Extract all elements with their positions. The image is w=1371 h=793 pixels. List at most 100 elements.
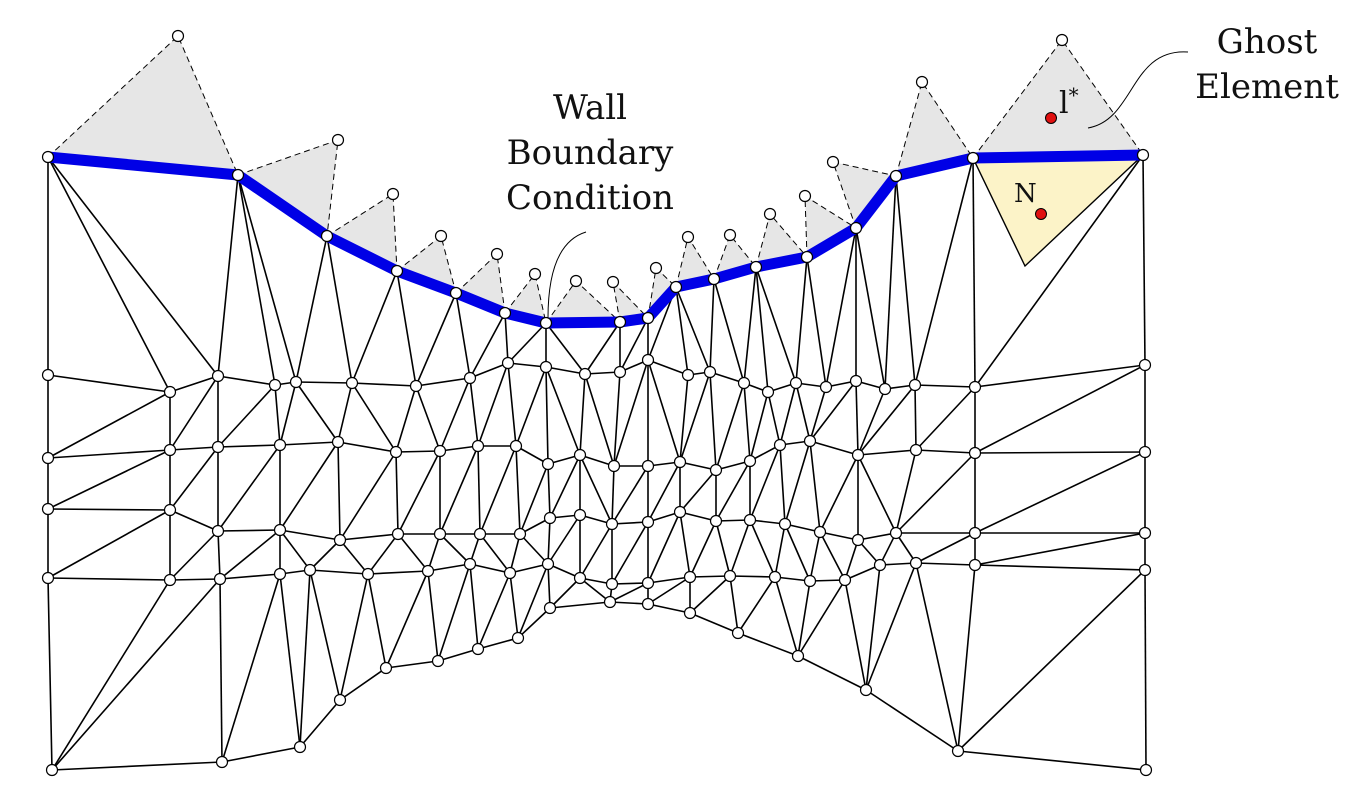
mesh-node [379,661,393,675]
mesh-edge [217,384,276,448]
mesh-edge [737,576,776,634]
ghost-element [804,195,857,258]
ghost-node [649,261,663,275]
mesh-edge [337,441,341,541]
wall-label-line-2: Boundary [506,133,674,173]
mesh-node [703,365,717,379]
mesh-node [773,438,787,452]
mesh-edge [219,529,281,580]
mesh-node [163,385,177,399]
mesh-node [431,654,445,668]
mesh-node [573,508,587,522]
mesh-edge [219,573,281,580]
mesh-edge [395,385,417,453]
mesh-edge [579,523,613,579]
mesh-edge [427,533,441,572]
mesh-edge [679,374,689,463]
mesh-node [819,380,833,394]
mesh-edge [309,569,341,701]
mesh-edge [169,578,221,581]
mesh-node [968,526,982,540]
mesh-edge [915,562,959,752]
mesh-edge [689,612,739,634]
mesh-node [333,693,347,707]
mesh-node [541,557,555,571]
mesh-node [968,380,982,394]
mesh-edge [515,445,549,465]
mesh-edge [895,452,976,534]
mesh-edge [549,601,611,609]
mesh-edge [675,286,689,376]
mesh-node [41,368,55,382]
mesh-edge [647,576,691,584]
mesh-edge [545,366,586,375]
mesh-edge [545,366,549,465]
ghost-node [434,229,448,243]
mesh-edge [857,454,897,534]
mesh-edge [857,532,897,541]
mesh-edge [415,377,471,387]
mesh-edge [295,381,339,443]
mesh-node [603,595,617,609]
mesh-edge [729,575,739,634]
mesh-node [968,558,982,572]
mesh-edge [611,521,649,585]
mesh-edge [507,362,547,368]
mesh-node [683,570,697,584]
interior-point-label: N [1014,179,1037,209]
mesh-edge [299,699,341,748]
mesh-node [473,527,487,541]
mesh-node [391,527,405,541]
mesh-edge [339,539,369,575]
mesh-edge [169,446,219,511]
mesh-edge [844,564,881,581]
mesh-node [463,557,477,571]
ghost-node [915,75,929,89]
mesh-edge [237,174,297,383]
mesh-node [471,439,485,453]
mesh-edge [351,382,397,453]
ghost-point-label: l* [1059,83,1079,121]
mesh-edge [619,317,649,373]
mesh-node [41,150,55,164]
mesh-node [851,533,865,547]
mesh-edge [237,174,276,386]
mesh-edge [279,573,301,748]
mesh-edge [415,385,441,452]
mesh-node [849,374,863,388]
mesh-node [1138,445,1152,459]
mesh-edge [974,564,1146,571]
mesh-edge [509,533,521,574]
mesh-node [641,311,655,325]
mesh-edge [1144,569,1147,771]
mesh-node [163,503,177,517]
mesh-edge [437,563,471,662]
ghost-element [395,235,457,294]
mesh-node [813,525,827,539]
mesh-edge [545,366,581,456]
mesh-node [433,527,447,541]
mesh-node [878,382,892,396]
mesh-node [768,570,782,584]
mesh-edge [477,637,519,650]
mesh-edge [647,359,689,376]
mesh-edge [47,577,171,581]
mesh-node [573,571,587,585]
mesh-edge [825,227,857,388]
ghost-node [569,274,583,288]
mesh-edge [689,575,731,614]
mesh-node [803,434,817,448]
mesh-edge [477,445,481,535]
mesh-edge [865,689,959,752]
mesh-edge [774,523,786,578]
mesh-edge [515,445,521,535]
mesh-edge [779,382,797,446]
mesh-node [541,457,555,471]
ghost-node [490,247,504,261]
mesh-node [231,168,245,182]
mesh-edge [809,440,859,456]
ghost-label-line-1: Ghost [1216,22,1318,62]
mesh-edge [339,667,387,701]
mesh-edge [455,292,471,379]
mesh-edge [579,373,586,456]
